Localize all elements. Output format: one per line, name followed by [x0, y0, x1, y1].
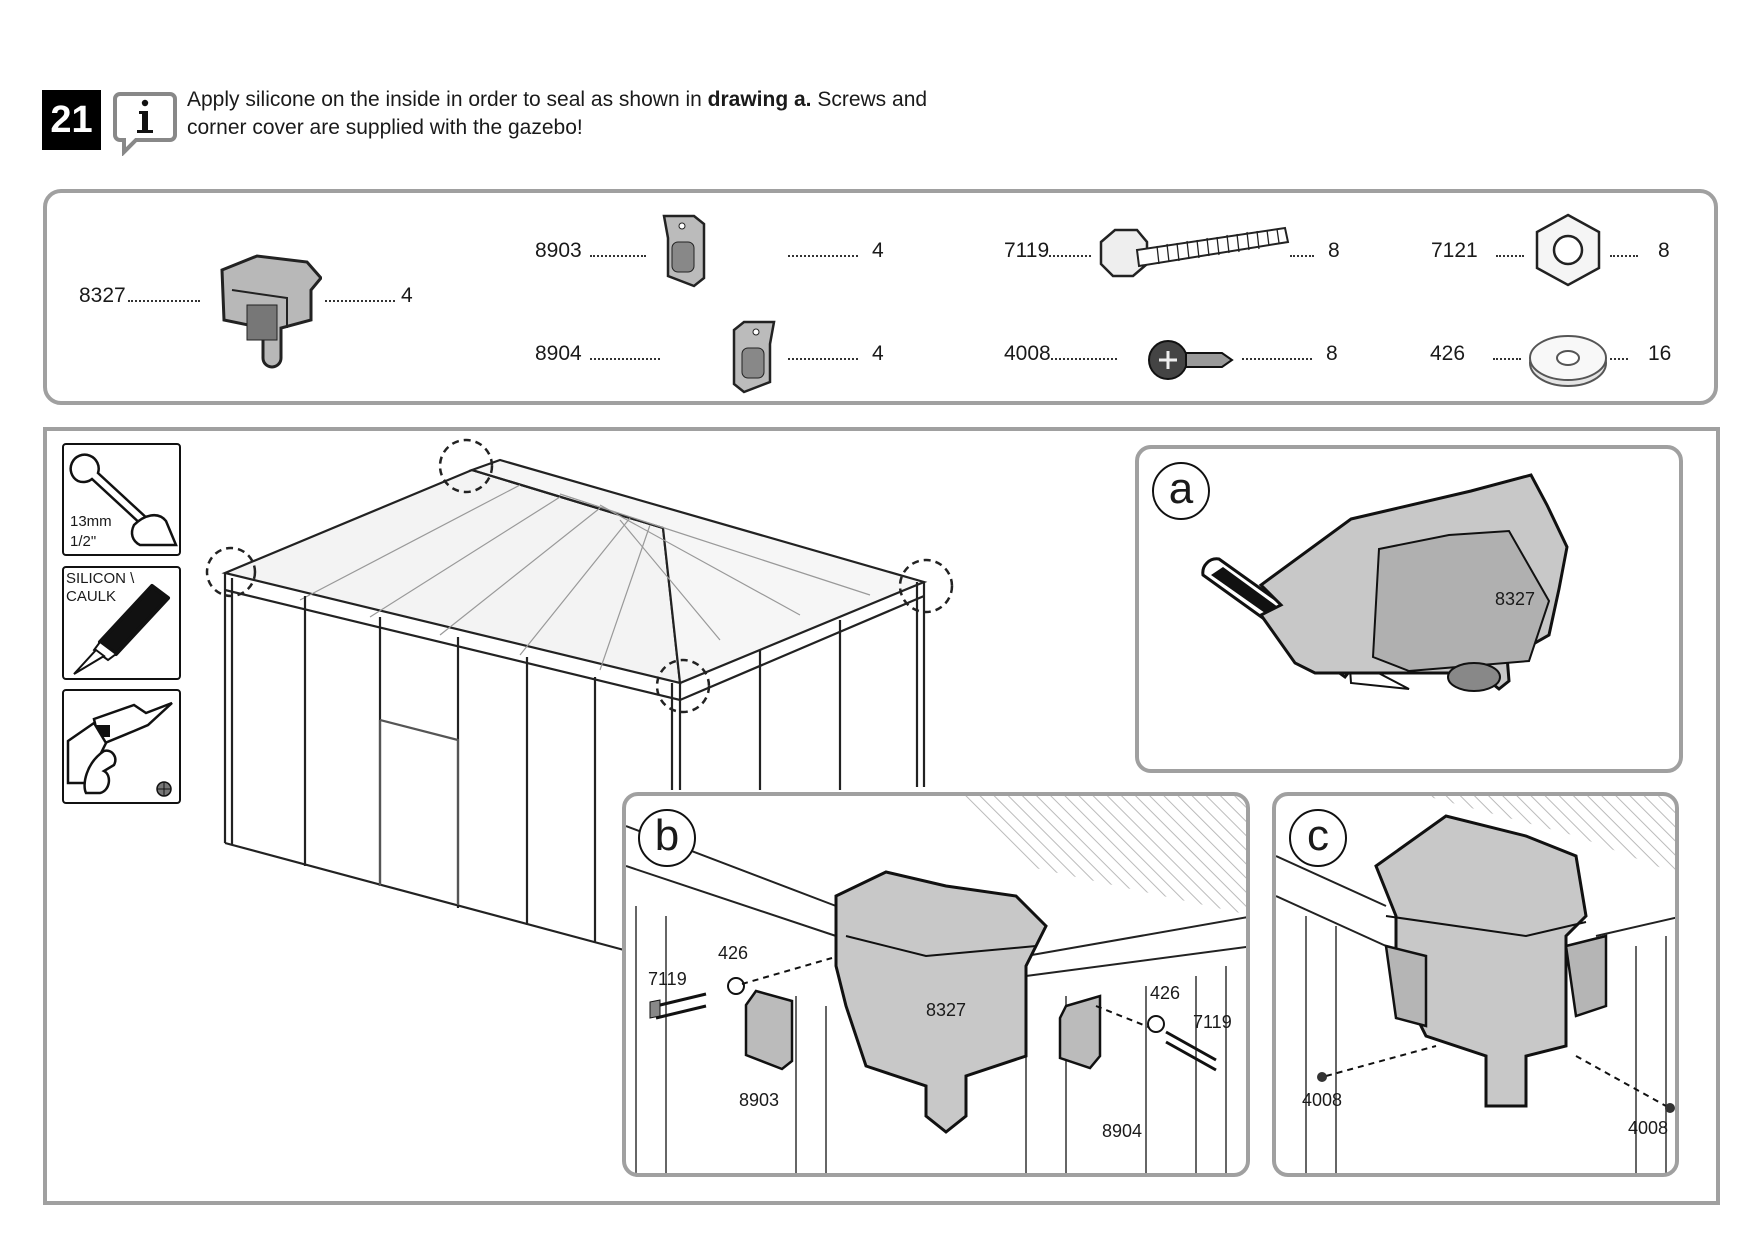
part-7119: 7119 — [1004, 239, 1092, 263]
panel-a-label-8327: 8327 — [1495, 589, 1536, 609]
part-7121: 7121 — [1431, 239, 1524, 263]
detail-panel-a: a 8327 — [1135, 445, 1683, 773]
caulk-label-line2: CAULK — [66, 588, 117, 605]
part-426: 426 — [1430, 342, 1522, 366]
drill-icon — [66, 701, 173, 797]
screw-icon — [1146, 335, 1236, 390]
bracket-left-icon — [660, 212, 712, 295]
panel-a-letter: a — [1152, 462, 1210, 520]
gazebo-overview-drawing — [205, 438, 954, 952]
wrench-size-metric: 13mm — [70, 513, 112, 530]
washer-icon — [1526, 330, 1610, 395]
assembly-drawing-frame — [43, 427, 1720, 1205]
panel-b-letter: b — [638, 809, 696, 867]
panel-b-label-7119-left: 7119 — [648, 969, 687, 989]
panel-b-label-426-left: 426 — [718, 943, 749, 963]
hex-nut-icon — [1532, 212, 1604, 293]
caulk-gun-icon — [73, 584, 170, 675]
info-speech-bubble-icon — [112, 90, 178, 157]
detail-panel-b: b 426 7119 8327 8903 426 7119 8904 — [622, 792, 1250, 1177]
part-8904: 8904 — [535, 342, 660, 366]
part-8903-qty: 4 — [788, 239, 884, 263]
panel-c-letter: c — [1289, 809, 1347, 867]
detail-panel-c: c 4008 4008 — [1272, 792, 1679, 1177]
part-8327-qty: 4 — [325, 284, 413, 308]
screw-fastening-drawing — [1276, 796, 1675, 1173]
bracket-right-icon — [726, 318, 778, 401]
part-4008-qty: 8 — [1242, 342, 1338, 366]
panel-b-label-426-right: 426 — [1150, 983, 1181, 1003]
part-8904-qty: 4 — [788, 342, 884, 366]
part-426-qty: 16 — [1610, 342, 1671, 366]
panel-b-label-7119-right: 7119 — [1193, 1012, 1232, 1032]
wrench-icon — [69, 453, 178, 547]
caulk-tool-box: SILICON \ CAULK — [62, 566, 181, 680]
drill-tool-box — [62, 689, 181, 804]
panel-c-label-4008-right: 4008 — [1628, 1118, 1669, 1138]
parts-list-box — [43, 189, 1718, 405]
panel-b-label-8904: 8904 — [1102, 1121, 1143, 1141]
part-4008: 4008 — [1004, 342, 1117, 366]
caulk-label-line1: SILICON \ — [66, 570, 135, 587]
panel-b-label-8903: 8903 — [739, 1090, 780, 1110]
panel-c-label-4008-left: 4008 — [1302, 1090, 1343, 1110]
panel-b-label-8327: 8327 — [926, 1000, 967, 1020]
part-7119-qty: 8 — [1290, 239, 1340, 263]
wrench-size-imperial: 1/2" — [70, 533, 97, 550]
part-8903: 8903 — [535, 239, 646, 263]
bracket-assembly-drawing — [626, 796, 1246, 1173]
step-number: 21 — [42, 90, 101, 150]
instruction-text: Apply silicone on the inside in order to… — [187, 88, 928, 139]
part-7121-qty: 8 — [1610, 239, 1670, 263]
part-8327: 8327 — [79, 284, 200, 308]
silicone-application-drawing — [1201, 473, 1569, 692]
corner-cover-icon — [212, 250, 323, 380]
wrench-tool-box: 13mm 1/2" — [62, 443, 181, 556]
bolt-icon — [1097, 220, 1291, 293]
